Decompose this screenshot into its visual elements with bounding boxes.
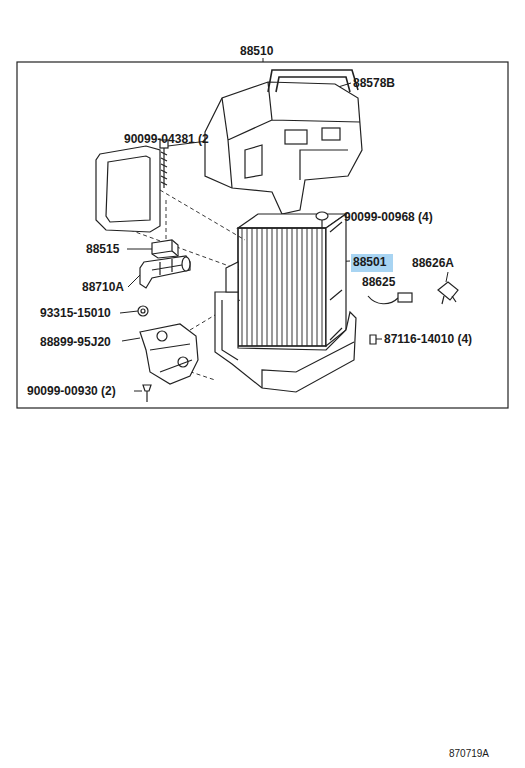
- part-number: 90099-00930 (2): [27, 384, 116, 398]
- o-ring: [138, 306, 148, 316]
- part-number: 90099-04381 (2: [124, 132, 209, 146]
- o-ring-hole: [141, 309, 145, 313]
- part-number: 88625: [362, 275, 395, 289]
- bolt: [160, 140, 168, 188]
- part-number: 88626A: [412, 256, 454, 270]
- gasket-frame: [96, 146, 160, 232]
- part-number: 93315-15010: [40, 306, 111, 320]
- pipe-assembly: [140, 256, 190, 288]
- thermistor: [368, 293, 412, 304]
- part-number: 88510: [240, 44, 273, 58]
- sensor-block: [152, 240, 178, 258]
- figure-code: 870719A: [449, 748, 489, 760]
- part-number: 88710A: [82, 280, 124, 294]
- part-number: 88578B: [353, 76, 395, 90]
- lower-case: [215, 262, 356, 392]
- expansion-valve: [140, 324, 198, 384]
- part-number: 90099-00968 (4): [344, 210, 433, 224]
- clip: [370, 335, 376, 344]
- upper-case: [205, 70, 362, 214]
- part-number: 88515: [86, 242, 119, 256]
- group-frame: [17, 62, 508, 408]
- part-number: 88501: [353, 255, 391, 269]
- clip: [438, 282, 458, 304]
- part-number: 88899-95J20: [40, 335, 111, 349]
- screw: [316, 212, 328, 228]
- screw: [143, 385, 151, 402]
- highlighted-part: 88501: [351, 254, 393, 272]
- evaporator-core: [238, 214, 346, 346]
- part-number: 87116-14010 (4): [384, 332, 472, 346]
